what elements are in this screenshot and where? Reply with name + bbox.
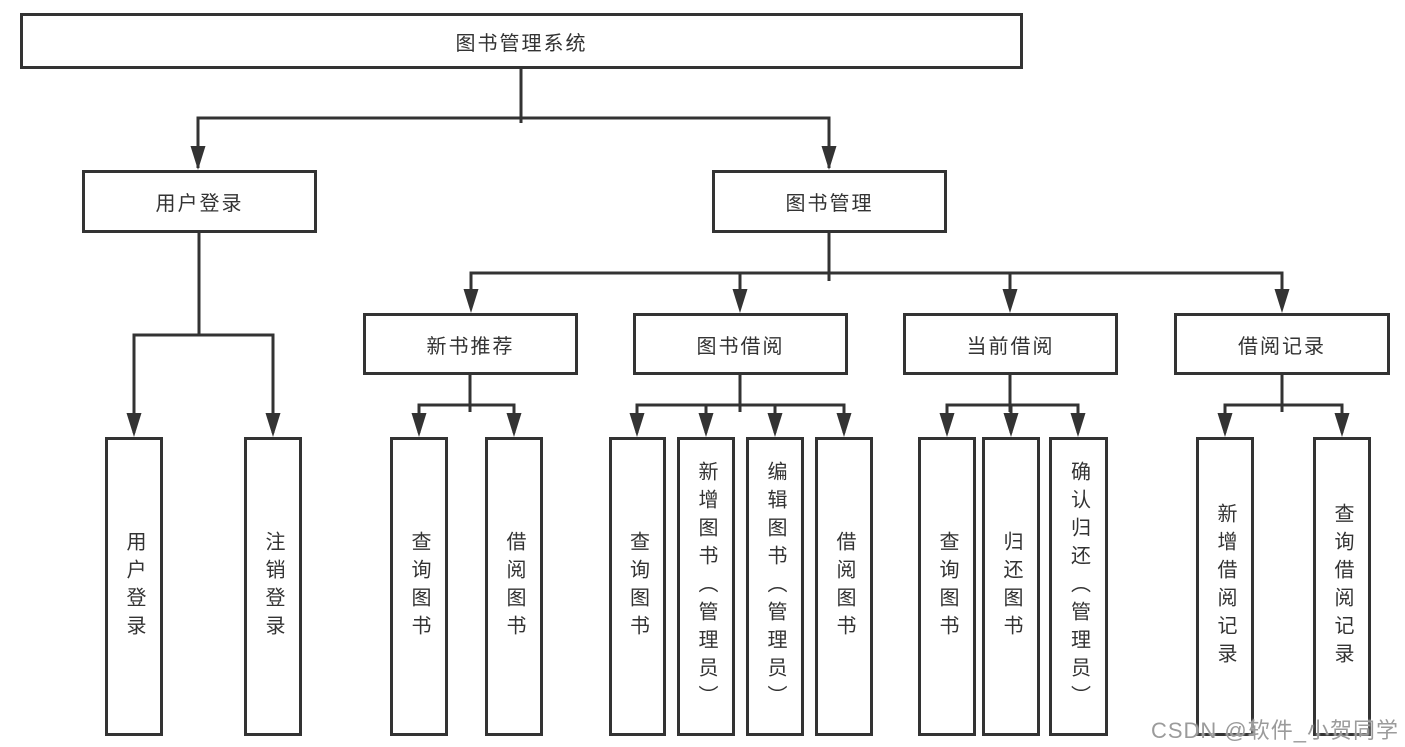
node-current-borrowing: 当前借阅 [903,313,1118,375]
connector-borrow-records [1223,375,1344,433]
connector-book-borrow [635,375,846,433]
connector-book-management [469,233,1284,308]
node-label: 借阅图书 [503,530,525,643]
node-label: 查询图书 [408,530,430,643]
leaf-edit-books-admin: 编辑图书（管理员） [746,437,804,736]
node-new-book-recommend: 新书推荐 [363,313,578,375]
leaf-logout: 注销登录 [244,437,302,736]
node-borrowing-records: 借阅记录 [1174,313,1390,375]
connector-current-borrow [945,375,1080,433]
leaf-search-books-3: 查询图书 [918,437,976,736]
leaf-add-borrow-record: 新增借阅记录 [1196,437,1254,736]
node-label: 查询图书 [626,530,649,643]
node-book-management-module: 图书管理 [712,170,947,233]
leaf-search-books-1: 查询图书 [390,437,448,736]
leaf-return-books: 归还图书 [982,437,1040,736]
node-label: 新增借阅记录 [1214,502,1236,671]
node-label: 图书借阅 [696,335,785,358]
leaf-user-login: 用户登录 [105,437,163,736]
node-label: 用户登录 [123,530,145,643]
connector-user-login [132,233,275,433]
leaf-search-books-2: 查询图书 [609,437,666,736]
csdn-watermark: CSDN @软件_小贺同学 [1150,718,1399,743]
leaf-borrow-books-2: 借阅图书 [815,437,873,736]
node-label: 确认归还（管理员） [1067,460,1090,713]
node-label: 借阅图书 [833,530,855,643]
node-root-library-system: 图书管理系统 [20,13,1023,69]
node-label: 编辑图书（管理员） [764,460,786,713]
connector-root [196,68,831,168]
node-label: 查询借阅记录 [1331,502,1353,671]
leaf-borrow-books-1: 借阅图书 [485,437,543,736]
node-label: 当前借阅 [966,335,1055,358]
node-user-login-module: 用户登录 [82,170,317,233]
node-label: 图书管理系统 [455,32,588,55]
node-label: 查询图书 [936,530,958,643]
node-label: 借阅记录 [1238,335,1326,358]
node-label: 注销登录 [262,530,284,643]
node-label: 新书推荐 [426,335,515,358]
node-label: 图书管理 [785,193,874,215]
node-label: 新增图书（管理员） [695,460,717,713]
node-label: 用户登录 [155,193,244,215]
leaf-add-books-admin: 新增图书（管理员） [677,437,735,736]
leaf-confirm-return-admin: 确认归还（管理员） [1049,437,1108,736]
leaf-search-borrow-record: 查询借阅记录 [1313,437,1371,736]
node-label: 归还图书 [1000,530,1022,643]
node-book-borrowing: 图书借阅 [633,313,848,375]
connector-new-book [417,375,516,433]
